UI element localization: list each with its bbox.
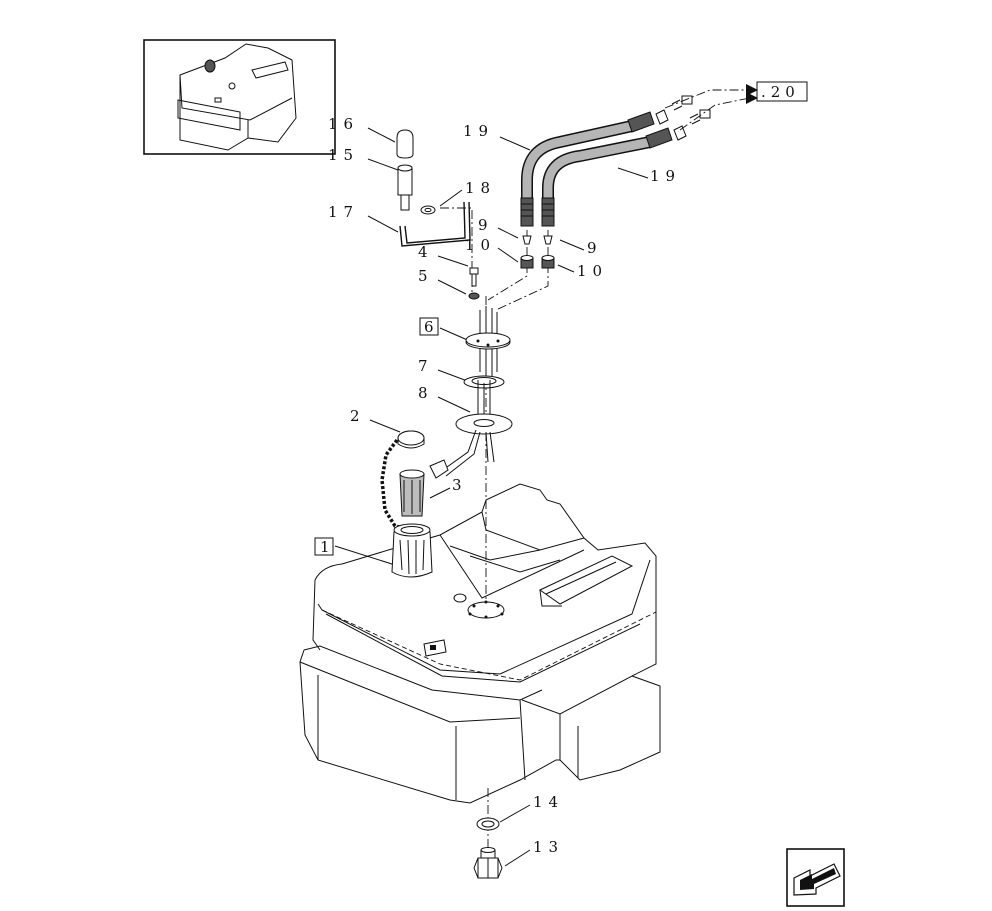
- callout-labels: 16 15 17 18 4 5 9 10 9 10 19 19 7 8 2 3 …: [314, 81, 808, 856]
- part-17-pipe: [399, 201, 471, 247]
- part-3-strainer: [399, 459, 449, 517]
- callout-19-right: 19: [650, 167, 681, 185]
- callout-7: 7: [418, 357, 434, 375]
- callout-20: .20: [761, 83, 800, 101]
- part-10-nut-right: [541, 255, 555, 269]
- callout-6: 6: [424, 318, 434, 336]
- part-18-washer: [420, 205, 436, 215]
- filler-chain: [380, 438, 404, 530]
- previous-page-arrow-icon[interactable]: [786, 848, 845, 907]
- flow-arrows: [746, 84, 758, 104]
- part-9-nipple-right: [543, 235, 553, 245]
- part-4-screw: [469, 267, 479, 287]
- part-7-seal-ring: [463, 375, 505, 428]
- part-19-hose-right: [541, 127, 673, 227]
- part-5-washer: [468, 292, 480, 300]
- callout-4: 4: [418, 243, 434, 261]
- assembly-centerlines: [440, 89, 751, 868]
- callout-13: 13: [533, 838, 564, 856]
- callout-18: 18: [465, 179, 496, 197]
- callout-17: 17: [328, 203, 359, 221]
- callout-16: 16: [328, 115, 359, 133]
- callout-15: 15: [328, 146, 359, 164]
- callout-10-left: 10: [465, 236, 496, 254]
- part-19-hose-left: [520, 111, 655, 227]
- part-6-sender-flange: [465, 306, 511, 380]
- callout-5: 5: [418, 267, 434, 285]
- part-13-drain-plug: [473, 847, 503, 879]
- callout-9-right: 9: [587, 239, 603, 257]
- callout-8: 8: [418, 384, 434, 402]
- callout-14: 14: [533, 793, 564, 811]
- part-15-breather: [397, 164, 413, 211]
- callout-2: 2: [350, 407, 366, 425]
- leader-lines: [334, 127, 649, 867]
- callout-9-left: 9: [478, 216, 494, 234]
- callout-1-box: [314, 537, 334, 556]
- callout-6-box: [419, 317, 439, 336]
- inset-thumbnail: [143, 39, 336, 155]
- callout-20-box: [756, 81, 808, 102]
- part-2-filler-cap: [397, 430, 425, 449]
- callout-3: 3: [452, 476, 468, 494]
- part-10-nut-left: [520, 255, 534, 269]
- hose-end-fittings: [655, 95, 711, 141]
- part-1-fuel-tank: [299, 483, 661, 804]
- part-8-gasket: [439, 413, 513, 477]
- part-14-drain-washer: [476, 817, 500, 831]
- tank-location-inset-icon: [177, 43, 297, 151]
- part-9-nipple-left: [522, 235, 532, 245]
- part-16-cap: [396, 129, 414, 159]
- callout-1: 1: [320, 538, 330, 556]
- callout-10-right: 10: [577, 262, 608, 280]
- callout-19-top: 19: [463, 122, 494, 140]
